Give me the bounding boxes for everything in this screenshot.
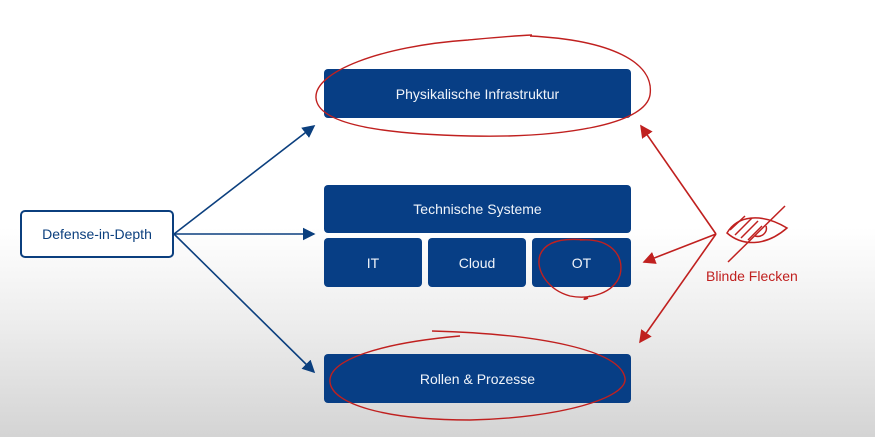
cloud-node: Cloud (428, 238, 526, 287)
arrow-to-roles (173, 233, 316, 374)
roles-processes-label: Rollen & Prozesse (419, 370, 536, 387)
cloud-label: Cloud (458, 254, 496, 271)
red-arrow-to-roles (639, 233, 717, 344)
arrow-to-physical (173, 125, 316, 235)
roles-processes-node: Rollen & Prozesse (324, 354, 631, 403)
blind-spots-label: Blinde Flecken (706, 268, 798, 284)
technical-systems-label: Technische Systeme (413, 201, 542, 217)
physical-infrastructure-label: Physikalische Infrastruktur (395, 85, 560, 102)
defense-in-depth-label: Defense-in-Depth (42, 226, 152, 242)
technical-systems-node: Technische Systeme (324, 185, 631, 233)
it-label: IT (366, 254, 380, 271)
red-arrow-to-ot (642, 233, 717, 264)
ot-node: OT (532, 238, 631, 287)
physical-infrastructure-node: Physikalische Infrastruktur (324, 69, 631, 118)
highlight-circle-roles (329, 330, 626, 421)
ot-label: OT (571, 254, 592, 271)
highlight-circle-ot (538, 238, 622, 300)
eye-slash-icon (726, 205, 789, 263)
defense-in-depth-node: Defense-in-Depth (20, 210, 174, 258)
it-node: IT (324, 238, 422, 287)
red-arrow-to-physical (640, 124, 717, 235)
highlight-circle-physical (315, 34, 651, 137)
